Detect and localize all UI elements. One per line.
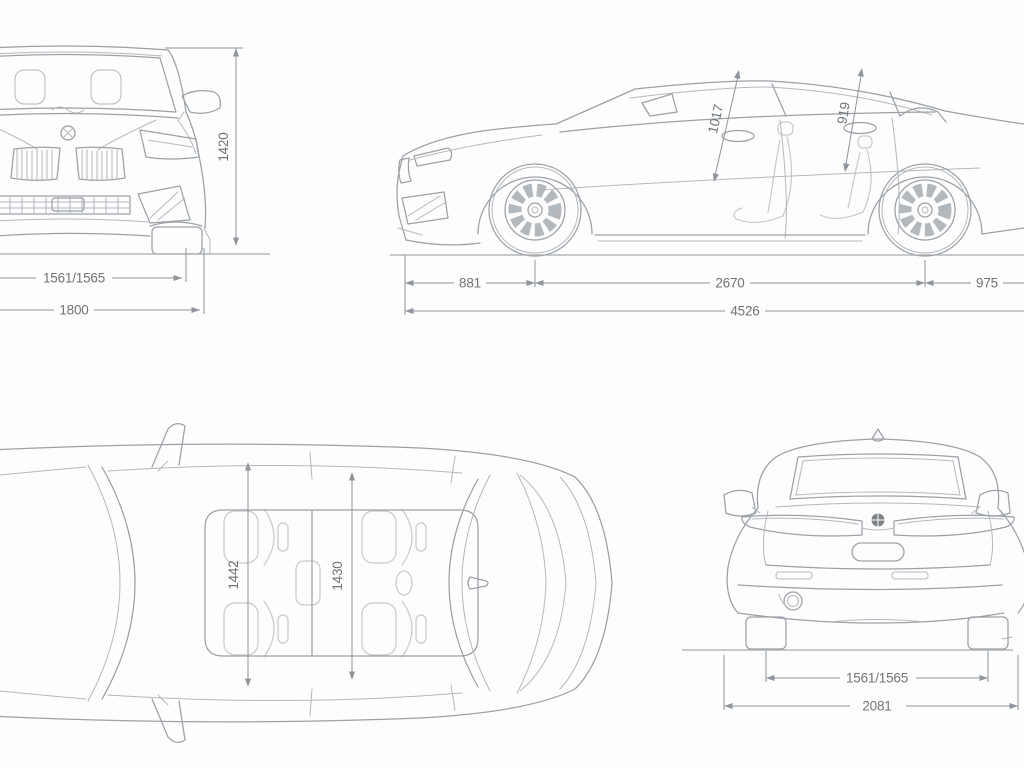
side-rear-overhang-label: 975 — [976, 276, 998, 291]
side-view: 1017 919 881 2670 975 4526 — [390, 68, 1024, 319]
front-dimensions: 1420 1561/1565 1800 — [0, 47, 270, 318]
side-length-label: 4526 — [730, 304, 759, 319]
front-height-label: 1420 — [216, 132, 231, 161]
front-view: 1420 1561/1565 1800 — [0, 45, 270, 318]
rear-dimensions: 1561/1565 2081 — [682, 649, 1019, 714]
side-front-seat — [733, 121, 794, 223]
front-car-drawing — [0, 45, 221, 255]
top-view: 1442 1430 — [0, 422, 613, 744]
side-rear-wheel — [878, 163, 972, 257]
side-car-drawing — [396, 80, 1024, 257]
side-headroom-rear-label: 919 — [834, 101, 853, 125]
top-seats — [223, 508, 427, 658]
side-wheelbase-label: 2670 — [715, 276, 744, 291]
top-interior-width-rear-label: 1430 — [330, 561, 345, 590]
rear-car-drawing — [723, 428, 1024, 650]
top-car-drawing — [0, 422, 613, 744]
rear-view: 1561/1565 2081 — [682, 428, 1024, 714]
side-rear-seat — [819, 135, 873, 219]
side-headroom-front-label: 1017 — [705, 103, 726, 135]
front-track-label: 1561/1565 — [43, 271, 105, 286]
rear-width-mirrors-label: 2081 — [862, 699, 891, 714]
side-dimensions: 1017 919 881 2670 975 4526 — [390, 68, 1024, 319]
side-front-wheel — [488, 163, 582, 257]
side-front-overhang-label: 881 — [459, 276, 481, 291]
rear-track-label: 1561/1565 — [846, 671, 908, 686]
top-dimensions: 1442 1430 — [226, 462, 355, 687]
top-interior-width-front-label: 1442 — [226, 560, 241, 589]
front-width-label: 1800 — [59, 303, 88, 318]
